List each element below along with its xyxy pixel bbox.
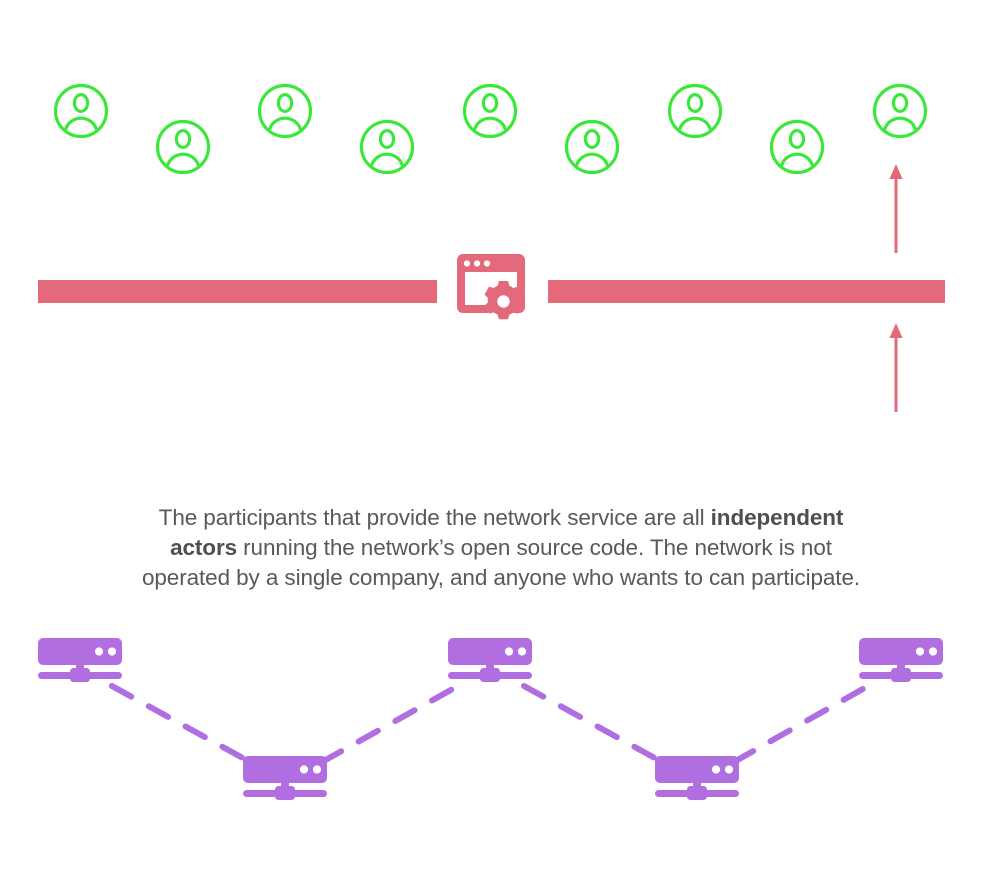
caption-line1-plain: The participants that provide the networ… — [158, 505, 711, 530]
browser-gear-icon — [456, 254, 526, 320]
server-node-icon — [38, 638, 122, 682]
user-circle-icon — [462, 83, 518, 139]
participant-icon-5 — [461, 82, 519, 140]
user-circle-icon — [564, 119, 620, 175]
link-4-5 — [731, 683, 871, 765]
arrow-up-top — [885, 163, 907, 253]
link-2-3 — [319, 683, 461, 765]
server-node-icon — [859, 638, 943, 682]
participant-icon-1 — [52, 82, 110, 140]
server-node-icon — [243, 756, 327, 800]
node-icon-3 — [448, 638, 532, 682]
user-circle-icon — [667, 83, 723, 139]
service-bar-right — [548, 280, 945, 303]
user-circle-icon — [257, 83, 313, 139]
user-circle-icon — [769, 119, 825, 175]
node-icon-4 — [655, 756, 739, 800]
server-node-icon — [448, 638, 532, 682]
caption-line1-bold: independent — [710, 505, 844, 530]
caption-line2-bold: actors — [170, 535, 238, 560]
caption-line3-plain: operated by a single company, and anyone… — [141, 565, 861, 590]
link-3-4 — [521, 683, 665, 765]
caption-line2-plain: running the network’s open source code. … — [237, 535, 832, 560]
service-bar-left — [38, 280, 437, 303]
user-circle-icon — [155, 119, 211, 175]
caption-text: The participants that provide the networ… — [61, 503, 941, 593]
user-circle-icon — [53, 83, 109, 139]
node-icon-5 — [859, 638, 943, 682]
participant-icon-3 — [256, 82, 314, 140]
user-circle-icon — [359, 119, 415, 175]
participant-icon-8 — [768, 118, 826, 176]
participant-icon-9 — [871, 82, 929, 140]
participant-icon-6 — [563, 118, 621, 176]
participant-icon-2 — [154, 118, 212, 176]
participant-icon-4 — [358, 118, 416, 176]
link-1-2 — [109, 683, 253, 765]
arrow-up-bottom — [885, 322, 907, 412]
node-icon-2 — [243, 756, 327, 800]
node-icon-1 — [38, 638, 122, 682]
server-node-icon — [655, 756, 739, 800]
arrow-up-icon — [889, 323, 903, 412]
arrow-up-icon — [889, 164, 903, 253]
participant-icon-7 — [666, 82, 724, 140]
user-circle-icon — [872, 83, 928, 139]
network-service-icon — [453, 254, 529, 324]
